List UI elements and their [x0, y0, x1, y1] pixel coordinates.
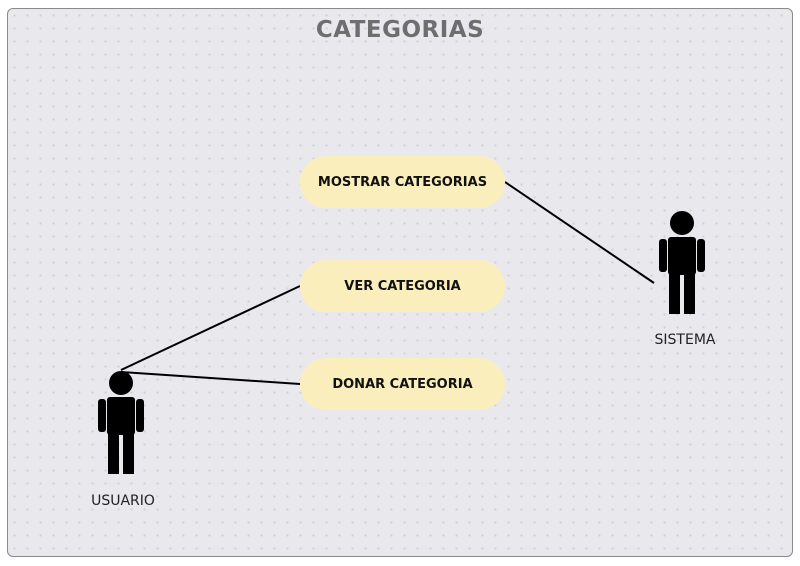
- use-case-label: VER CATEGORIA: [344, 278, 461, 294]
- use-case-label: DONAR CATEGORIA: [332, 376, 473, 392]
- actor-usuario-icon[interactable]: [96, 370, 146, 474]
- actor-sistema-label: SISTEMA: [654, 332, 716, 348]
- diagram-title: CATEGORIAS: [315, 17, 485, 43]
- use-case-donar-categoria[interactable]: DONAR CATEGORIA: [300, 358, 505, 410]
- use-case-label: MOSTRAR CATEGORIAS: [317, 174, 488, 190]
- association-usuario-ver[interactable]: [120, 285, 301, 371]
- use-case-mostrar-categorias[interactable]: MOSTRAR CATEGORIAS: [300, 156, 505, 208]
- association-usuario-donar[interactable]: [120, 371, 301, 385]
- actor-sistema-icon[interactable]: [657, 210, 707, 314]
- actor-usuario-label: USUARIO: [91, 493, 155, 509]
- association-sistema-mostrar[interactable]: [504, 181, 655, 284]
- use-case-ver-categoria[interactable]: VER CATEGORIA: [300, 260, 505, 312]
